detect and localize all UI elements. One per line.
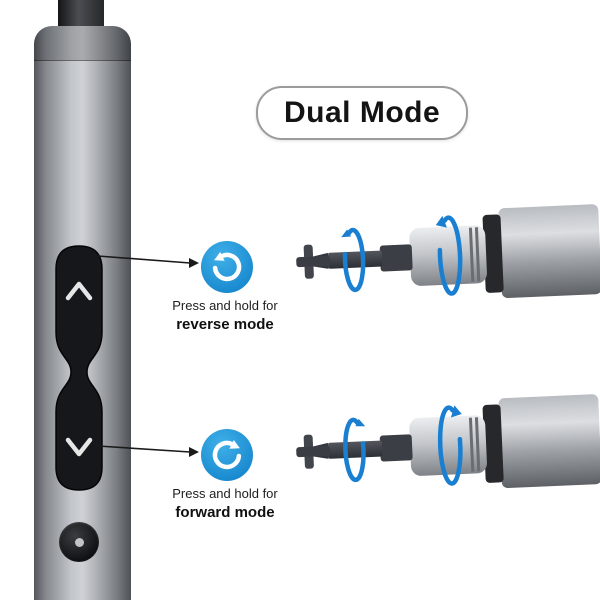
up-chevron-icon: [65, 281, 93, 301]
leader-line-forward: [97, 445, 199, 457]
driver-chuck: [409, 225, 487, 286]
driver-illustration-forward: [296, 394, 600, 489]
annotation-forward-line2: forward mode: [175, 503, 275, 521]
rear-button-dot-icon: [75, 538, 84, 547]
control-panel: [55, 245, 103, 491]
bit-hex-shank: [379, 244, 413, 272]
rotation-arrows-cw-icon: [343, 405, 463, 486]
annotation-reverse-line1: Press and hold for: [172, 298, 278, 313]
screwdriver-body: [34, 26, 131, 600]
title-badge: Dual Mode: [256, 86, 469, 140]
cable-tip: [58, 0, 104, 28]
ccw-rotation-icon: [201, 241, 253, 293]
cw-rotation-icon: [201, 429, 253, 481]
bit-shaft: [327, 440, 383, 459]
driver-chuck: [409, 415, 487, 476]
screwdriver-top-cap: [34, 26, 131, 61]
title-badge-label: Dual Mode: [284, 96, 441, 129]
bit-shaft: [327, 250, 383, 269]
rotation-arrows-ccw-icon: [341, 215, 463, 296]
annotation-reverse-line2: reverse mode: [176, 315, 274, 333]
rear-button: [59, 522, 99, 562]
driver-body: [498, 204, 600, 299]
driver-illustration-reverse: [296, 204, 600, 299]
arrowhead-icon: [189, 447, 199, 457]
driver-body: [498, 394, 600, 489]
arrowhead-icon: [189, 258, 199, 268]
control-panel-shape: [55, 245, 103, 491]
leader-line-reverse: [97, 255, 199, 268]
annotation-forward: Press and hold for forward mode: [135, 485, 315, 523]
bit-hex-shank: [379, 434, 413, 462]
annotation-reverse: Press and hold for reverse mode: [135, 297, 315, 335]
driver-collar-ring: [482, 214, 504, 293]
driver-collar-ring: [482, 404, 504, 483]
annotation-forward-line1: Press and hold for: [172, 486, 278, 501]
down-chevron-icon: [65, 437, 93, 457]
